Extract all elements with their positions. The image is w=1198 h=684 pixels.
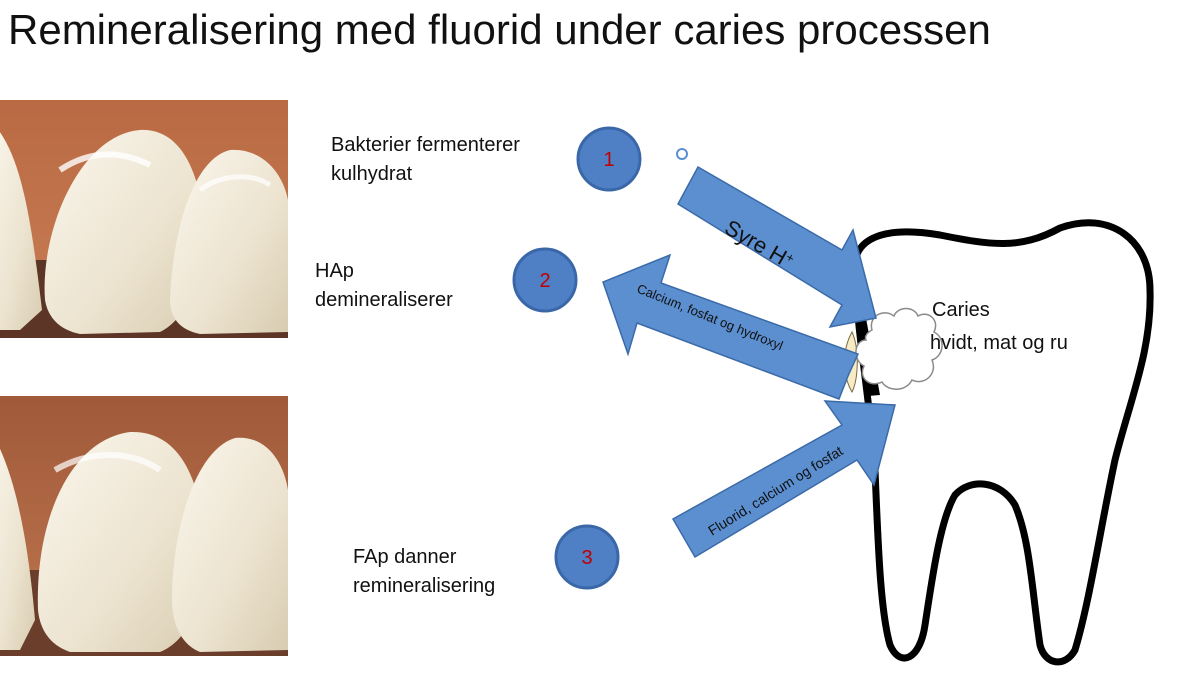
bubble-icon (676, 148, 688, 160)
step-2-circle: 2 (512, 247, 578, 313)
step-2-number: 2 (539, 270, 550, 292)
step-3-circle: 3 (554, 524, 620, 590)
caries-label: Caries (932, 299, 990, 321)
caries-cloud-icon (855, 307, 943, 390)
inflow-arrow: Fluorid, calcium og fosfat (671, 400, 896, 559)
step-3-number: 3 (581, 547, 592, 569)
photo-before (0, 100, 288, 338)
slide-title: Remineralisering med fluorid under carie… (8, 6, 991, 53)
photo-after (0, 396, 288, 656)
step-1-number: 1 (603, 149, 614, 171)
step-1-circle: 1 (576, 126, 642, 192)
tooth-outline (850, 219, 1154, 666)
caries-description: hvidt, mat og ru (930, 332, 1068, 354)
teeth-photos (0, 100, 288, 656)
